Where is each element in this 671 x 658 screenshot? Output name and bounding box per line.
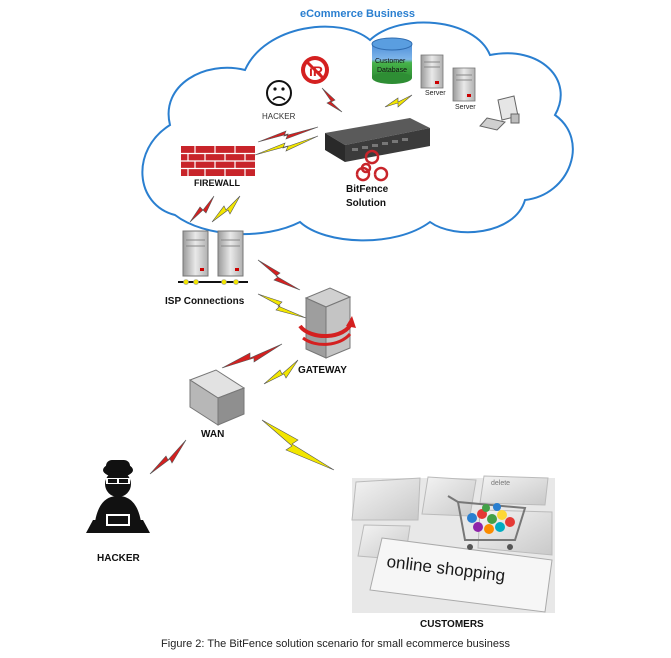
attack-bolt	[257, 126, 319, 143]
legit-bolt	[263, 359, 299, 385]
firewall-label: FIREWALL	[194, 178, 240, 188]
hacker-in-cloud-label: HACKER	[262, 112, 296, 121]
legit-bolt	[257, 293, 307, 319]
isp-server-icon	[182, 230, 209, 277]
lightning-bolts	[149, 87, 413, 475]
gateway-label: GATEWAY	[298, 365, 347, 376]
server-label: Server	[425, 90, 446, 97]
cart-balls	[467, 503, 515, 534]
attack-bolt	[189, 195, 215, 223]
isp-server-icon	[217, 230, 244, 277]
isp-connector-dots	[183, 279, 239, 285]
isp-label: ISP Connections	[165, 296, 245, 307]
legit-bolt	[384, 94, 413, 108]
database-label: Customer	[375, 58, 406, 65]
cloud-title: eCommerce Business	[300, 8, 415, 20]
legit-bolt	[261, 419, 335, 471]
wan-icon	[188, 369, 246, 426]
firewall-icon	[181, 146, 255, 176]
bitfence-label: BitFence	[346, 184, 389, 195]
database-label: Database	[377, 67, 407, 74]
attack-bolt	[257, 259, 301, 291]
customers-label: CUSTOMERS	[420, 619, 484, 630]
server-icon	[420, 54, 444, 89]
server-icon	[452, 67, 476, 102]
sad-face-icon	[266, 80, 292, 106]
gateway-icon	[298, 287, 356, 359]
keyboard-delete-key: delete	[491, 480, 511, 487]
biohazard-icon	[355, 149, 389, 182]
legit-bolt	[211, 195, 241, 223]
hacker-silhouette-icon	[86, 460, 150, 533]
bitfence-solution-label: Solution	[346, 198, 386, 209]
wan-label: WAN	[201, 429, 225, 440]
figure-caption: Figure 2: The BitFence solution scenario…	[161, 638, 510, 650]
attack-bolt	[321, 87, 343, 113]
blocked-sign-icon: iR	[301, 56, 329, 84]
legit-bolt	[254, 135, 319, 156]
server-label: Server	[455, 104, 476, 111]
customer-database-icon	[371, 37, 413, 84]
online-shopping-keyboard-image	[351, 475, 555, 613]
attack-bolt	[221, 343, 283, 369]
attack-bolt	[149, 439, 187, 475]
workstation-icon	[479, 95, 520, 131]
hacker-label: HACKER	[97, 553, 140, 564]
